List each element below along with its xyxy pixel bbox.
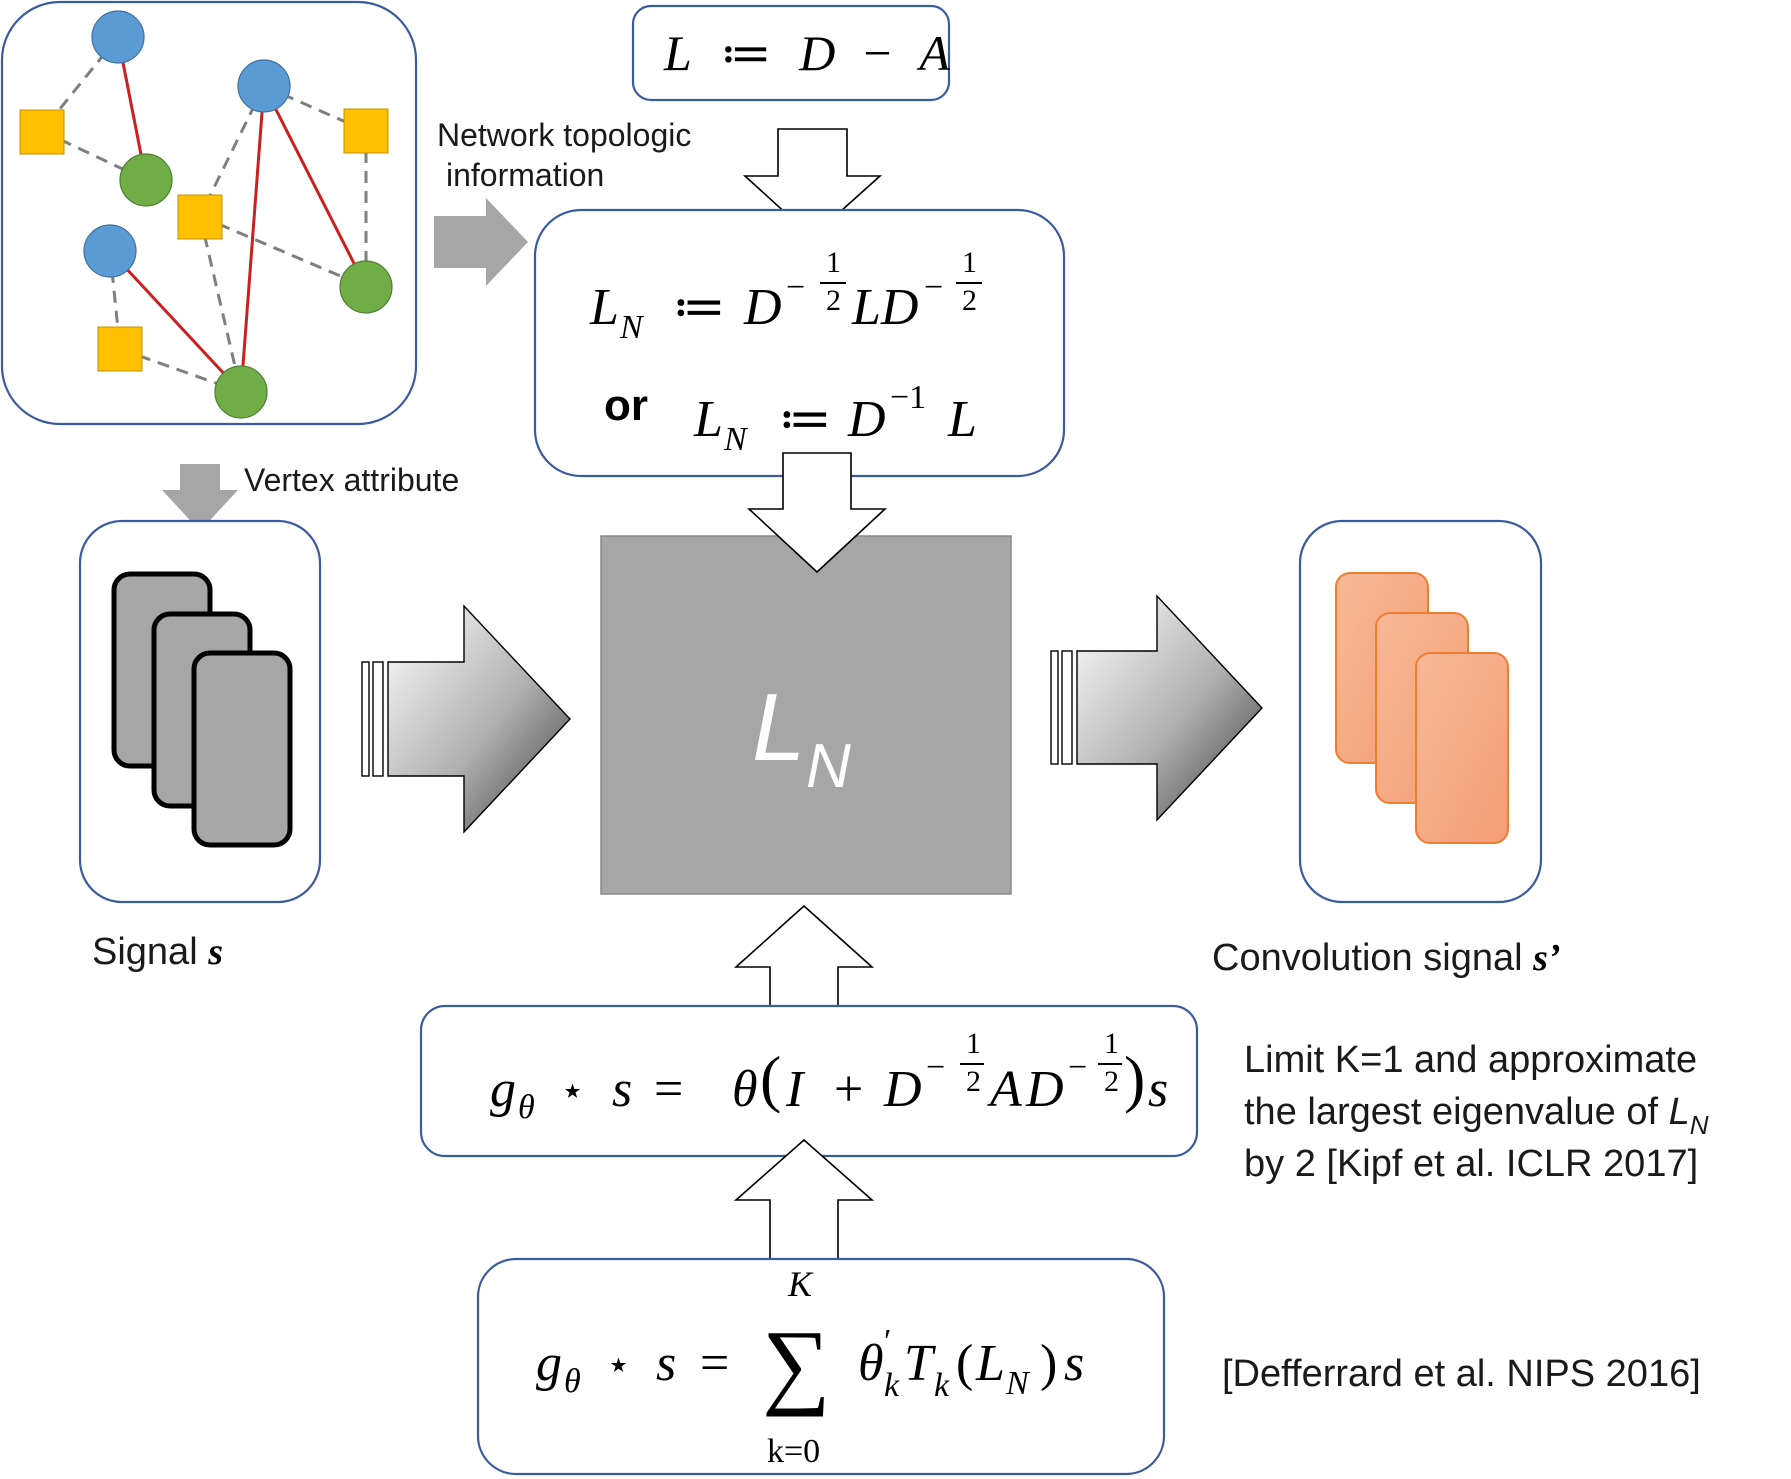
- svg-text:D: D: [743, 279, 782, 336]
- svg-text:2: 2: [1104, 1065, 1119, 1098]
- square-node: [97, 326, 143, 372]
- svg-text:≔: ≔: [672, 279, 726, 336]
- network-topologic-label: Network topologic: [437, 117, 691, 153]
- output-arrow: [1050, 594, 1263, 822]
- svg-text:L: L: [589, 279, 619, 336]
- graph-panel: [0, 0, 418, 426]
- convolution-signal-label: Convolution signal s’: [1212, 937, 1561, 979]
- svg-text:D: D: [847, 391, 886, 448]
- square-node: [19, 109, 65, 155]
- vertex-attribute-label: Vertex attribute: [244, 462, 459, 498]
- svg-text:⋆: ⋆: [560, 1068, 585, 1113]
- svg-text:θ: θ: [858, 1335, 884, 1392]
- green-node: [214, 365, 268, 419]
- svg-text:s: s: [656, 1335, 676, 1392]
- blue-node: [91, 10, 145, 64]
- svg-text:(: (: [956, 1335, 973, 1392]
- svg-text:s: s: [1148, 1061, 1168, 1118]
- square-node: [343, 108, 389, 154]
- or-label: or: [604, 381, 648, 430]
- down-arrow-laplacian: [742, 128, 883, 239]
- limit-note-line1: Limit K=1 and approximate: [1244, 1039, 1697, 1081]
- svg-text:T: T: [904, 1335, 936, 1392]
- svg-text:A: A: [987, 1061, 1022, 1118]
- square-node: [177, 194, 223, 240]
- laplacian-formula: L ≔ D − A: [663, 25, 950, 81]
- svg-text:g: g: [536, 1335, 562, 1392]
- signal-label: Signal s: [92, 931, 223, 973]
- svg-text:g: g: [490, 1061, 516, 1118]
- svg-text:−: −: [926, 1049, 945, 1086]
- normalized-formula-1: L N ≔ D − 1 2 LD − 1 2: [589, 246, 982, 346]
- svg-text:L: L: [975, 1335, 1005, 1392]
- chebyshev-box: [476, 1257, 1166, 1476]
- svg-text:N: N: [1005, 1365, 1031, 1402]
- convolution-cards: [1335, 572, 1509, 844]
- kipf-formula: g θ ⋆ s = θ ( I + D − 1 2 A D − 1 2 ) s: [490, 1027, 1168, 1126]
- svg-text:1: 1: [966, 1027, 981, 1060]
- blue-node: [83, 224, 137, 278]
- svg-text:′: ′: [884, 1323, 891, 1360]
- signal-cards: [111, 571, 293, 848]
- svg-text:): ): [1124, 1043, 1145, 1114]
- signal-card: [191, 650, 293, 848]
- normalized-formula-2: L N ≔ D −1 L: [693, 379, 977, 458]
- limit-note-line3: by 2 [Kipf et al. ICLR 2017]: [1244, 1143, 1698, 1185]
- svg-text:LD: LD: [851, 279, 918, 336]
- topology-arrow: [434, 198, 528, 286]
- svg-text:−1: −1: [890, 379, 926, 416]
- svg-text:θ: θ: [518, 1089, 535, 1126]
- svg-text:1: 1: [962, 246, 977, 279]
- svg-text:K: K: [787, 1264, 814, 1304]
- svg-text:θ: θ: [732, 1061, 758, 1118]
- green-node: [119, 153, 173, 207]
- svg-text:−: −: [1068, 1049, 1087, 1086]
- svg-text:≔: ≔: [778, 391, 832, 448]
- svg-text:k: k: [884, 1367, 900, 1404]
- svg-text:s: s: [1064, 1335, 1084, 1392]
- svg-text:(: (: [760, 1043, 781, 1114]
- svg-text:L: L: [693, 391, 723, 448]
- svg-text:k=0: k=0: [767, 1433, 820, 1470]
- blue-node: [237, 59, 291, 113]
- center-LN-symbol: L: [752, 674, 805, 781]
- svg-text:2: 2: [962, 284, 977, 317]
- center-LN-subscript: N: [806, 732, 851, 801]
- input-arrow: [361, 604, 571, 834]
- svg-text:s: s: [612, 1061, 632, 1118]
- center-square: [600, 535, 1012, 895]
- svg-text:=: =: [700, 1335, 729, 1392]
- svg-text:=: =: [654, 1061, 683, 1118]
- down-arrow-normalized: [746, 452, 888, 574]
- svg-text:k: k: [934, 1367, 950, 1404]
- laplacian-box: [631, 4, 951, 102]
- svg-text:θ: θ: [564, 1363, 581, 1400]
- svg-text:−: −: [924, 269, 943, 306]
- svg-text:2: 2: [966, 1065, 981, 1098]
- svg-text:N: N: [723, 421, 749, 458]
- svg-text:L: L: [947, 391, 977, 448]
- limit-note-line2: the largest eigenvalue of LN: [1244, 1091, 1709, 1140]
- svg-text:1: 1: [1104, 1027, 1119, 1060]
- chebyshev-formula: g θ ⋆ s = K ∑ k=0 θ ′ k T k ( L N ) s: [536, 1264, 1084, 1470]
- svg-text:I: I: [785, 1061, 806, 1118]
- svg-text:N: N: [619, 309, 645, 346]
- svg-text:⋆: ⋆: [606, 1342, 631, 1387]
- up-arrow-chebyshev: [733, 1138, 875, 1260]
- defferrard-note: [Defferrard et al. NIPS 2016]: [1222, 1353, 1701, 1395]
- green-node: [339, 260, 393, 314]
- svg-text:1: 1: [826, 246, 841, 279]
- svg-text:−: −: [786, 269, 805, 306]
- network-topologic-label-2: information: [446, 157, 604, 193]
- vertex-arrow: [162, 464, 238, 531]
- svg-text:+: +: [834, 1061, 863, 1118]
- svg-text:∑: ∑: [762, 1310, 830, 1417]
- svg-text:D: D: [1025, 1061, 1064, 1118]
- svg-text:2: 2: [826, 284, 841, 317]
- svg-text:): ): [1040, 1335, 1057, 1392]
- conv-card: [1415, 652, 1509, 844]
- svg-text:D: D: [883, 1061, 922, 1118]
